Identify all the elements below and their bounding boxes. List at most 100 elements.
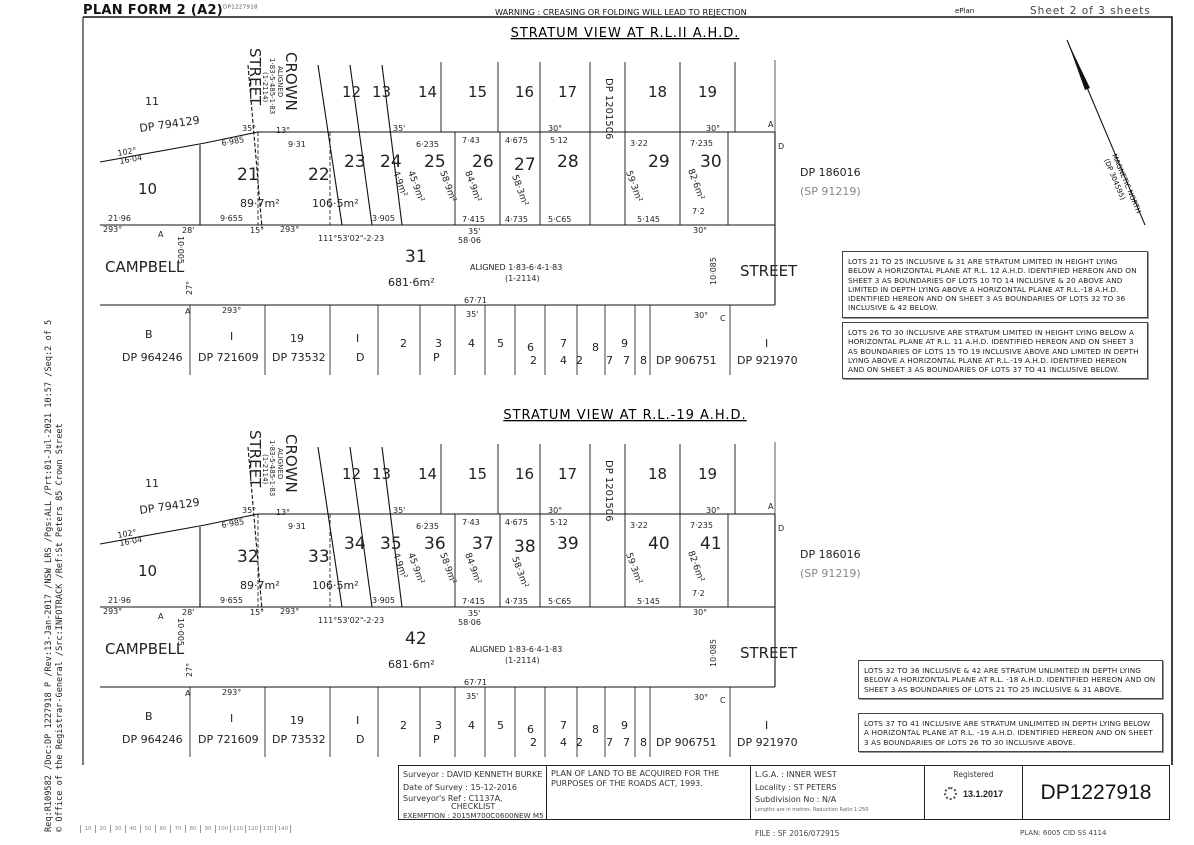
- dimension: 30°: [693, 608, 707, 617]
- ruler-tick: 100: [216, 825, 231, 833]
- lot-label: 7: [560, 719, 567, 732]
- street-name: STREET: [740, 262, 798, 280]
- area-label: 89·7m²: [240, 197, 280, 210]
- ruler-tick: 50: [141, 825, 156, 833]
- ruler-tick: 120: [246, 825, 261, 833]
- dimension: 3·905: [372, 596, 395, 605]
- lot-label: I: [765, 719, 768, 732]
- dimension: 13°: [276, 508, 290, 517]
- lot-label: 8: [592, 341, 599, 354]
- street-name: CAMPBELL: [105, 640, 185, 658]
- margin-print-info: Req:R109582 /Doc:DP 1227918 P /Rev:13-Ja…: [44, 320, 66, 832]
- lot-label: 2: [400, 719, 407, 732]
- plan-purpose: PLAN OF LAND TO BE ACQUIRED FOR THE PURP…: [547, 766, 751, 819]
- lot-label: I: [230, 712, 233, 725]
- lot-label: I: [765, 337, 768, 350]
- lot-label: 9: [621, 719, 628, 732]
- lot-label: 8: [592, 723, 599, 736]
- lot-label: 6: [527, 723, 534, 736]
- lot-number: 29: [648, 152, 670, 172]
- lot-label: 7: [623, 354, 630, 367]
- lot-label: 7: [560, 337, 567, 350]
- lot-label: 9: [621, 337, 628, 350]
- lot-number: 32: [237, 547, 259, 567]
- dimension: 3·22: [630, 521, 648, 530]
- lot-boundary: [349, 446, 373, 608]
- dimension: 9·655: [220, 596, 243, 605]
- margin-line-1: Req:R109582 /Doc:DP 1227918 P /Rev:13-Ja…: [44, 319, 54, 832]
- lot-number: 16: [515, 465, 534, 483]
- dimension: 28': [182, 226, 194, 235]
- lot-label: 3: [435, 719, 442, 732]
- lot-number: 35: [380, 534, 402, 554]
- area-label: 45·9m²: [405, 552, 426, 586]
- lot-number: 10: [138, 180, 157, 198]
- lot-label: 4: [468, 719, 475, 732]
- lot-label: 11: [145, 477, 159, 490]
- dimension: 35°: [242, 506, 256, 515]
- dimension: 30°: [548, 124, 562, 133]
- lot-number: 15: [468, 465, 487, 483]
- dimension: 4·735: [505, 215, 528, 224]
- area-label: 58·3m²: [509, 174, 530, 208]
- note-view1-a: LOTS 21 TO 25 INCLUSIVE & 31 ARE STRATUM…: [842, 251, 1148, 318]
- dimension: 293°: [222, 306, 241, 315]
- ruler-tick: 30: [111, 825, 126, 833]
- lot-label: 19: [290, 714, 304, 727]
- lot-number: 13: [372, 83, 391, 101]
- dimension: 6·985: [221, 135, 245, 148]
- exemption: EXEMPTION : 2015M700C0600NEW M5: [403, 811, 544, 820]
- dimension: 293°: [103, 225, 122, 234]
- lot-label: 2: [576, 736, 583, 749]
- lot-number: 36: [424, 534, 446, 554]
- lengths-note: Lengths are in metres. Reduction Ratio 1…: [755, 806, 869, 813]
- dimension: 15°: [250, 226, 264, 235]
- lot-number: 12: [342, 83, 361, 101]
- lot-label: 5: [497, 337, 504, 350]
- dimension: 293°: [280, 607, 299, 616]
- lot-number: 14: [418, 465, 437, 483]
- subdivision: Subdivision No : N/A: [755, 795, 837, 804]
- dimension: A: [768, 120, 774, 129]
- area-label: 59·3m²: [623, 170, 644, 204]
- lot-label: 2: [530, 736, 537, 749]
- dimension: 58·06: [458, 618, 481, 627]
- dimension: 35': [466, 692, 478, 701]
- dimension: A: [185, 689, 191, 698]
- area-label: 681·6m²: [388, 276, 435, 289]
- dimension: 58·06: [458, 236, 481, 245]
- dimension: 21·96: [108, 596, 131, 605]
- dp-label: P: [433, 733, 440, 746]
- dimension: 293°: [280, 225, 299, 234]
- sp-label: (SP 91219): [800, 185, 861, 198]
- dimension: 6·235: [416, 522, 439, 531]
- note-view1-b: LOTS 26 TO 30 INCLUSIVE ARE STRATUM LIMI…: [842, 322, 1148, 380]
- area-label: 82·6m²: [685, 550, 706, 584]
- dimension: 30°: [548, 506, 562, 515]
- dimension: 9·655: [220, 214, 243, 223]
- dp-label: DP 73532: [272, 351, 326, 364]
- lot-label: 19: [290, 332, 304, 345]
- warning-text: WARNING : CREASING OR FOLDING WILL LEAD …: [495, 7, 747, 17]
- dimension: A: [158, 612, 164, 621]
- lot-number: 15: [468, 83, 487, 101]
- stratum-view-title: STRATUM VIEW AT R.L.II A.H.D.: [511, 26, 740, 41]
- lot-number: 18: [648, 465, 667, 483]
- area-label: 59·3m²: [623, 552, 644, 586]
- registered-cell: Registered 13.1.2017: [925, 766, 1023, 819]
- lot-number: 17: [558, 83, 577, 101]
- dp-label: D: [356, 733, 364, 746]
- alignment-label: (1-2114): [261, 72, 269, 103]
- ruler-tick: 90: [201, 825, 216, 833]
- lot-number: 21: [237, 165, 259, 185]
- dp-label: DP 964246: [122, 351, 183, 364]
- area-label: 84·9m²: [462, 170, 483, 204]
- dp-label: DP 186016: [800, 166, 861, 179]
- ruler-tick: 140: [276, 825, 291, 833]
- dp-label: DP 921970: [737, 736, 798, 749]
- lot-label: 2: [530, 354, 537, 367]
- dimension: 102°: [117, 146, 138, 158]
- lot-label: 7: [606, 736, 613, 749]
- street-name: STREET: [246, 430, 264, 488]
